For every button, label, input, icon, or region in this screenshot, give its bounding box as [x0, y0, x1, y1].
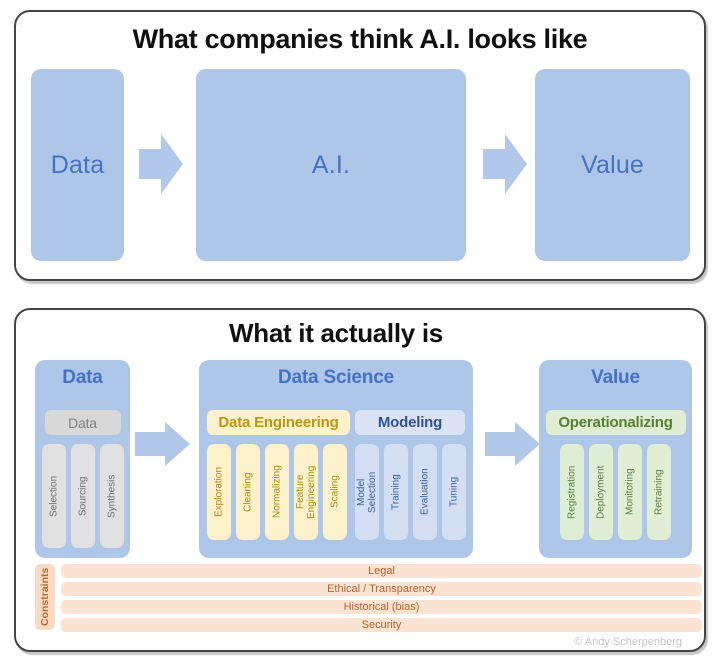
top-box-value-label: Value — [580, 150, 645, 179]
column-value-items: Registration Deployment Monitoring Retra… — [539, 444, 692, 540]
subgroup-data: Data — [44, 410, 121, 435]
subgroup-modeling: Modeling — [355, 410, 465, 435]
constraints-bars: Legal Ethical / Transparency Historical … — [61, 564, 702, 632]
item-feature-engineering: Feature Engineering — [293, 444, 318, 540]
arrow-right-icon — [135, 422, 190, 466]
panel-top-title: What companies think A.I. looks like — [132, 24, 588, 54]
top-box-ai: A.I. — [196, 69, 466, 261]
top-box-data: Data — [31, 69, 124, 261]
data-engineering-items: Exploration Cleaning Normalizing Feature… — [206, 444, 347, 540]
constraints-label: Constraints — [35, 564, 55, 630]
item-monitoring: Monitoring — [618, 444, 642, 540]
constraint-historical-bias: Historical (bias) — [61, 600, 702, 614]
item-evaluation: Evaluation — [412, 444, 437, 540]
item-model-selection: Model Selection — [354, 444, 379, 540]
constraint-legal: Legal — [61, 564, 702, 578]
panel-what-companies-think: What companies think A.I. looks like Dat… — [14, 10, 706, 281]
column-value: Value Operationalizing Registration Depl… — [539, 360, 692, 558]
item-selection: Selection — [41, 444, 66, 548]
column-data-science-header: Data Science — [278, 367, 394, 388]
arrow-right-icon — [485, 422, 540, 466]
column-data: Data Data Selection Sourcing Synthesis — [35, 360, 130, 558]
top-box-ai-label: A.I. — [311, 150, 351, 179]
item-normalizing: Normalizing — [264, 444, 289, 540]
item-registration: Registration — [560, 444, 584, 540]
column-data-science-items: Exploration Cleaning Normalizing Feature… — [199, 444, 473, 540]
panel-bottom-title: What it actually is — [229, 318, 443, 348]
constraint-security: Security — [61, 618, 702, 632]
arrow-right-icon — [483, 134, 527, 194]
item-cleaning: Cleaning — [235, 444, 260, 540]
item-retraining: Retraining — [647, 444, 671, 540]
arrow-right-icon — [139, 134, 183, 194]
column-data-header: Data — [62, 367, 103, 388]
item-sourcing: Sourcing — [70, 444, 95, 548]
column-value-header: Value — [591, 367, 640, 388]
item-exploration: Exploration — [206, 444, 231, 540]
subgroup-operationalizing: Operationalizing — [545, 410, 686, 435]
top-box-data-label: Data — [50, 150, 105, 179]
top-box-value: Value — [535, 69, 690, 261]
item-scaling: Scaling — [322, 444, 347, 540]
constraint-ethical-transparency: Ethical / Transparency — [61, 582, 702, 596]
modeling-items: Model Selection Training Evaluation Tuni… — [354, 444, 466, 540]
column-data-subrow: Data — [35, 410, 130, 435]
column-data-science-subrow: Data Engineering Modeling — [199, 410, 473, 435]
subgroup-data-engineering: Data Engineering — [207, 410, 350, 435]
credit-line: © Andy Scherpenberg — [574, 636, 682, 648]
item-training: Training — [383, 444, 408, 540]
item-synthesis: Synthesis — [99, 444, 124, 548]
item-tuning: Tuning — [441, 444, 466, 540]
column-value-subrow: Operationalizing — [539, 410, 692, 435]
panel-what-it-actually-is: What it actually is Data Data Selection … — [14, 308, 706, 652]
column-data-items: Selection Sourcing Synthesis — [35, 444, 130, 548]
item-deployment: Deployment — [589, 444, 613, 540]
column-data-science: Data Science Data Engineering Modeling E… — [199, 360, 473, 558]
